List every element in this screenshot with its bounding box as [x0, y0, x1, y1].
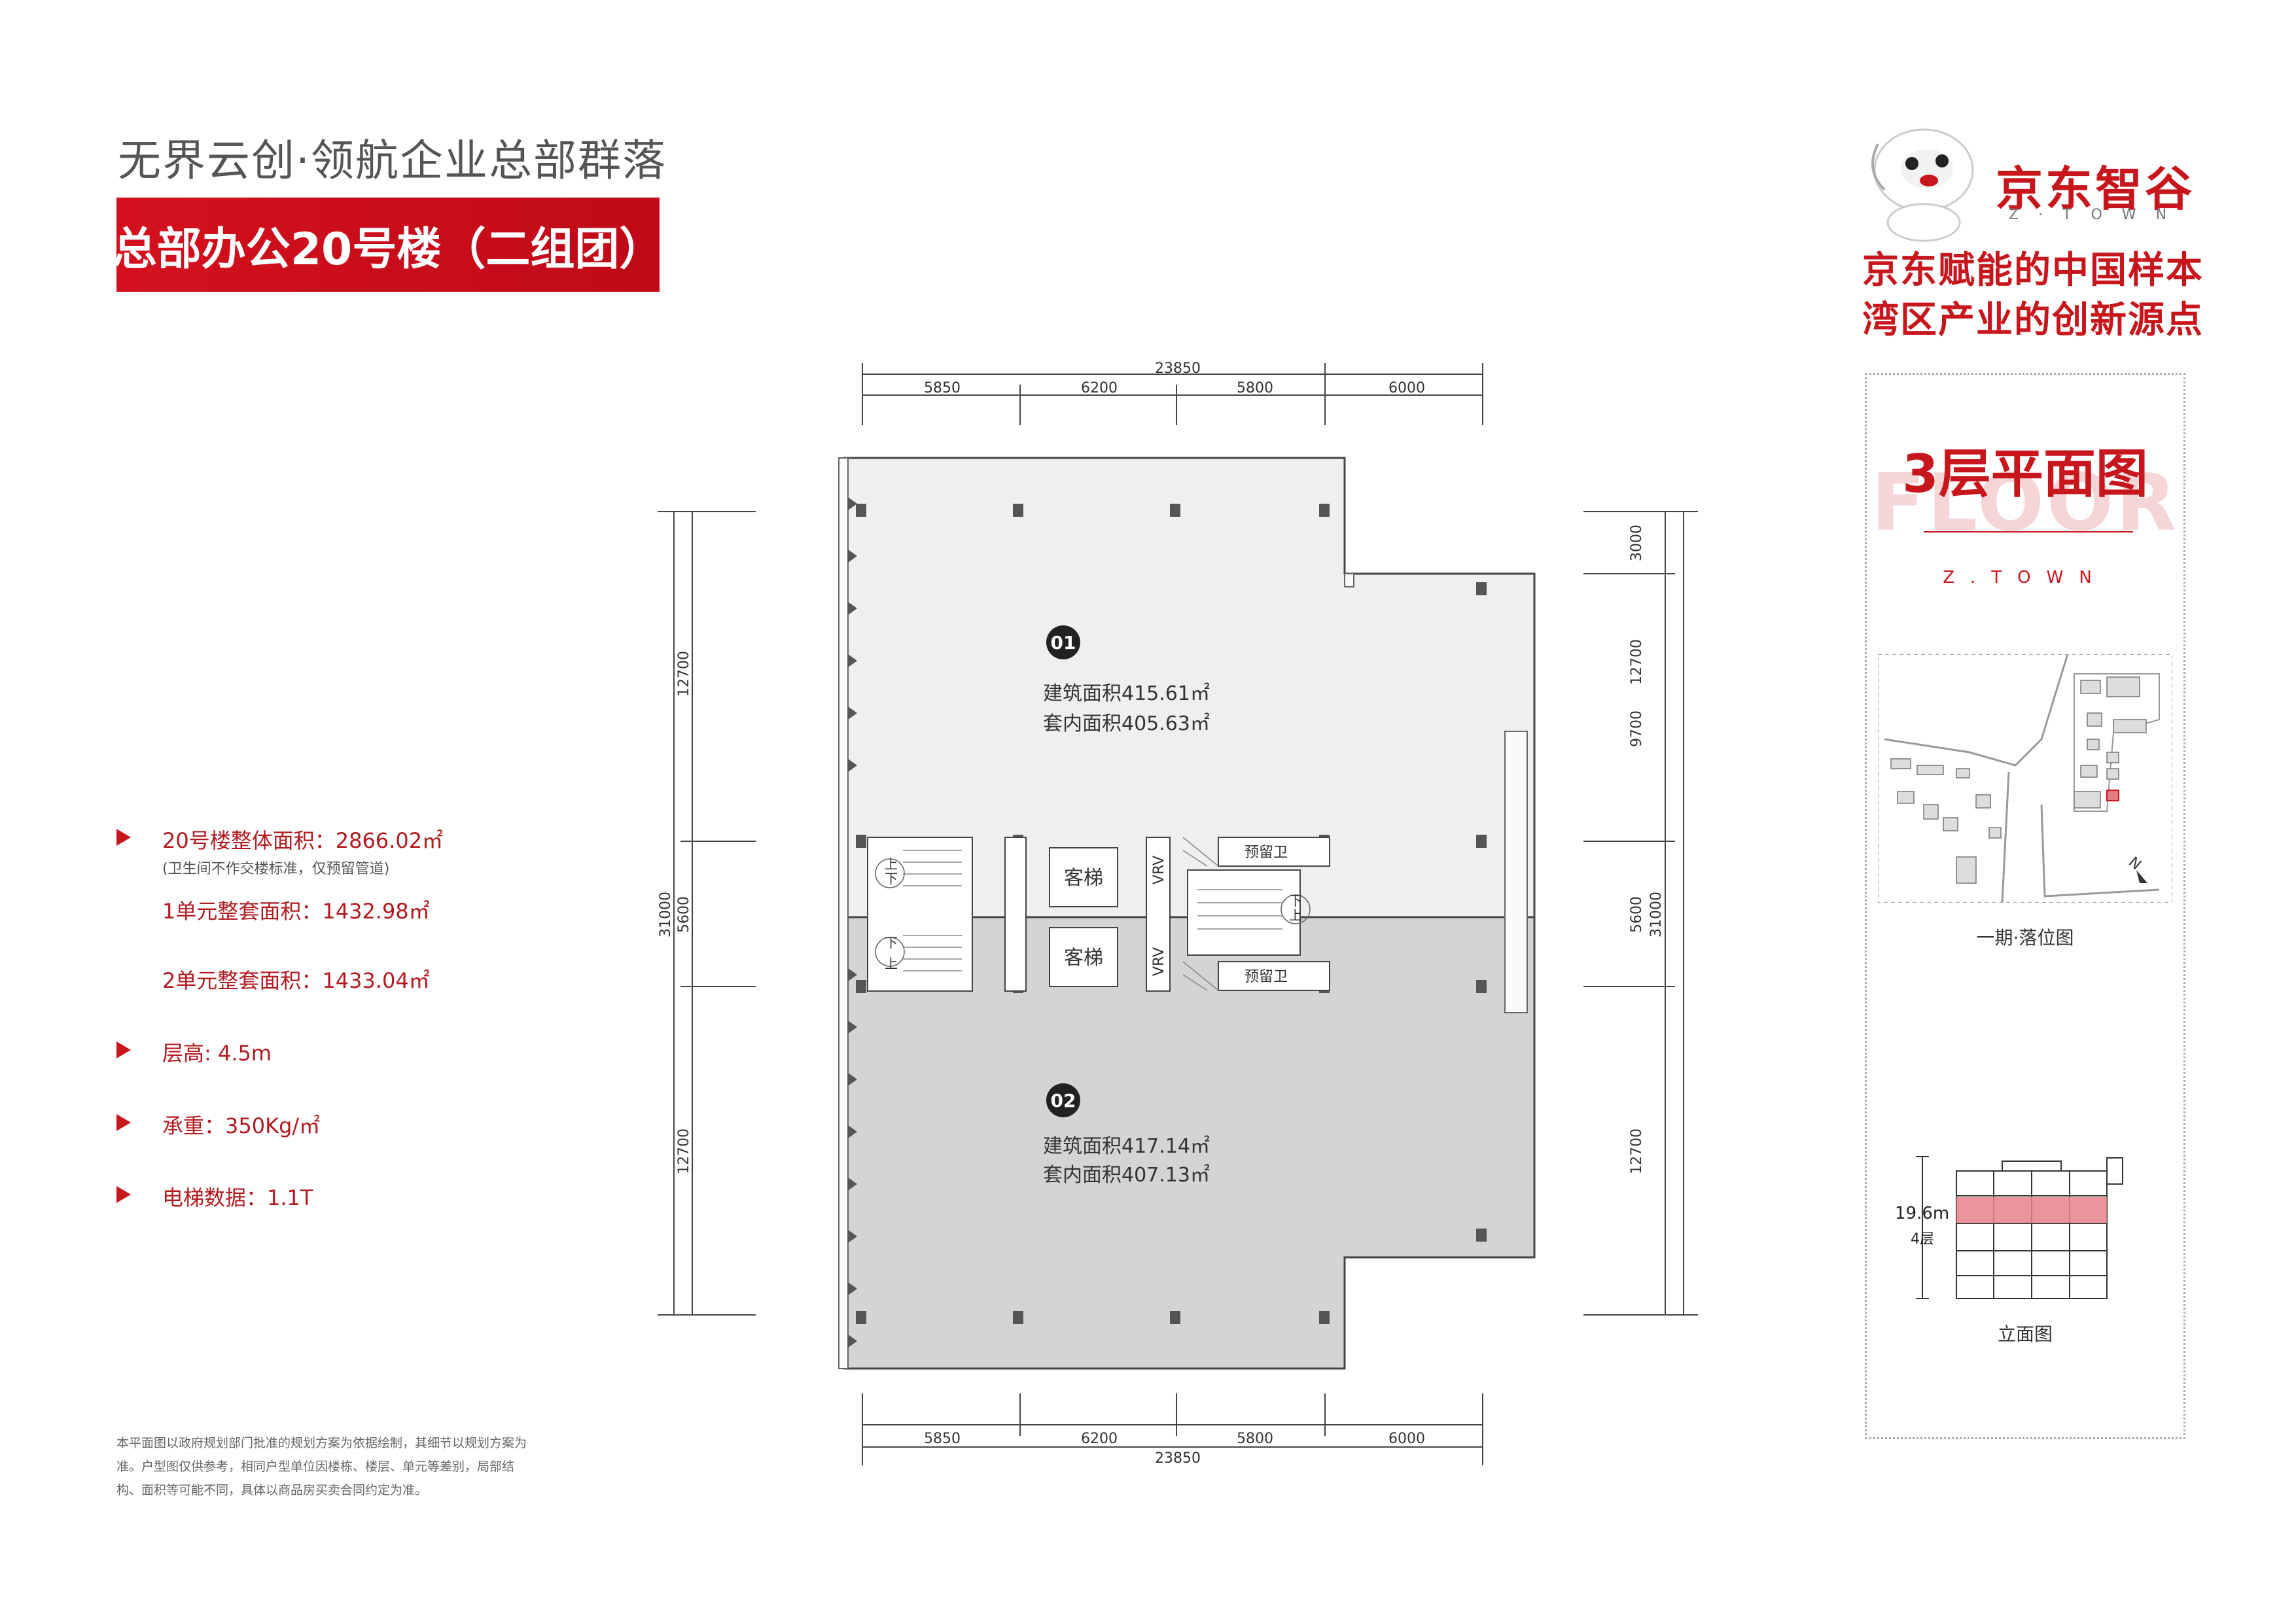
mascot-dog-icon — [1871, 128, 1974, 242]
page-title-banner: 总部办公20号楼（二组团） — [113, 198, 663, 292]
unit-2-build-area: 建筑面积417.14㎡ — [1043, 1135, 1210, 1158]
spec-load: 承重：350Kg/㎡ — [162, 1113, 321, 1138]
elevation-height: 19.6m — [1895, 1204, 1950, 1223]
spec-total-area: 20号楼整体面积：2866.02㎡ — [162, 828, 444, 853]
dim-top-4: 6000 — [1388, 380, 1425, 396]
bullet-arrow-icon — [116, 829, 131, 846]
side-panel — [1865, 373, 2185, 1439]
dim-right-5: 12700 — [1629, 1128, 1645, 1174]
stair-down-1: 下 — [885, 871, 898, 886]
dim-right-2: 12700 — [1629, 639, 1645, 685]
panel-sub: Z.TOWN — [1943, 568, 2108, 587]
spec-elevator: 电梯数据：1.1T — [162, 1185, 313, 1210]
dim-left-total: 31000 — [658, 892, 674, 937]
stair-up-1: 上 — [885, 856, 898, 872]
elevation-diagram — [1916, 1156, 2123, 1299]
spec-unit2-area: 2单元整套面积：1433.04㎡ — [162, 968, 430, 993]
brand-sub: Z·TOWN — [2009, 207, 2187, 223]
dim-bottom-4: 6000 — [1388, 1431, 1425, 1447]
floor-title: 3层平面图 — [1902, 444, 2148, 504]
wc-label-1: 预留卫 — [1245, 845, 1288, 861]
unit-1-badge — [1046, 625, 1080, 659]
stair-up-2: 上 — [885, 956, 898, 971]
unit-2-inner-area: 套内面积407.13㎡ — [1043, 1164, 1210, 1187]
stair-down-2: 下 — [885, 935, 898, 951]
dim-bottom-3: 5800 — [1237, 1431, 1273, 1447]
elevation-floor: 4层 — [1911, 1231, 1934, 1248]
dim-left-1: 12700 — [676, 651, 692, 697]
slogan-line-2: 湾区产业的创新源点 — [1862, 299, 2204, 341]
unit-2-area — [843, 916, 1536, 1370]
disclaimer: 本平面图以政府规划部门批准的规划方案为依据绘制，其细节以规划方案为准。户型图仅供… — [116, 1436, 527, 1497]
stair-up-3: 上 — [1289, 907, 1302, 923]
dim-bottom-1: 5850 — [924, 1431, 961, 1447]
dim-right-total: 31000 — [1648, 892, 1665, 937]
dim-bottom-total: 23850 — [1155, 1450, 1201, 1467]
north-arrow-icon — [2136, 870, 2147, 883]
dim-left-3: 12700 — [676, 1128, 692, 1174]
elevator-label-1: 客梯 — [1064, 867, 1103, 890]
dim-right-4: 5600 — [1629, 896, 1645, 933]
site-map-caption: 一期·落位图 — [1976, 927, 2074, 949]
unit-1-inner-area: 套内面积405.63㎡ — [1043, 712, 1210, 735]
dim-top-1: 5850 — [924, 380, 961, 396]
site-map: N — [1878, 654, 2172, 903]
elevation-caption: 立面图 — [1997, 1323, 2053, 1345]
spec-height: 层高: 4.5m — [162, 1041, 272, 1066]
elevator-label-2: 客梯 — [1064, 947, 1103, 969]
dim-right-3: 9700 — [1629, 710, 1645, 747]
floor-watermark-text: FLOOR — [1871, 458, 2180, 549]
dim-left-2: 5600 — [676, 896, 692, 933]
brand-name: 京东智谷 — [1996, 162, 2195, 217]
dim-right-1: 3000 — [1629, 525, 1645, 561]
page-subtitle: 无界云创·领航企业总部群落 — [118, 135, 667, 186]
floor-title-divider — [1924, 531, 2133, 532]
vrv-label-2: VRV — [1151, 947, 1167, 976]
spec-total-note: (卫生间不作交楼标准，仅预留管道) — [162, 861, 390, 877]
unit-1-build-area: 建筑面积415.61㎡ — [1043, 682, 1210, 705]
unit-2-no: 02 — [1051, 1090, 1076, 1111]
bullet-arrow-icon — [116, 1186, 131, 1203]
dim-bottom-2: 6200 — [1081, 1431, 1118, 1447]
vrv-label-1: VRV — [1151, 856, 1167, 884]
page-title: 总部办公20号楼（二组团） — [112, 223, 664, 275]
dim-top-total: 23850 — [1155, 360, 1201, 377]
bullet-arrow-icon — [116, 1041, 131, 1058]
unit-1-no: 01 — [1051, 632, 1076, 654]
dim-top-3: 5800 — [1237, 380, 1273, 396]
dim-top-2: 6200 — [1081, 380, 1118, 396]
spec-unit1-area: 1单元整套面积：1432.98㎡ — [162, 899, 430, 924]
slogan-line-1: 京东赋能的中国样本 — [1862, 249, 2204, 292]
stair-down-3: 下 — [1289, 893, 1302, 909]
bullet-arrow-icon — [116, 1114, 131, 1131]
unit-2-badge — [1046, 1083, 1080, 1117]
wc-label-2: 预留卫 — [1245, 969, 1288, 985]
unit-1-area — [843, 457, 1536, 918]
